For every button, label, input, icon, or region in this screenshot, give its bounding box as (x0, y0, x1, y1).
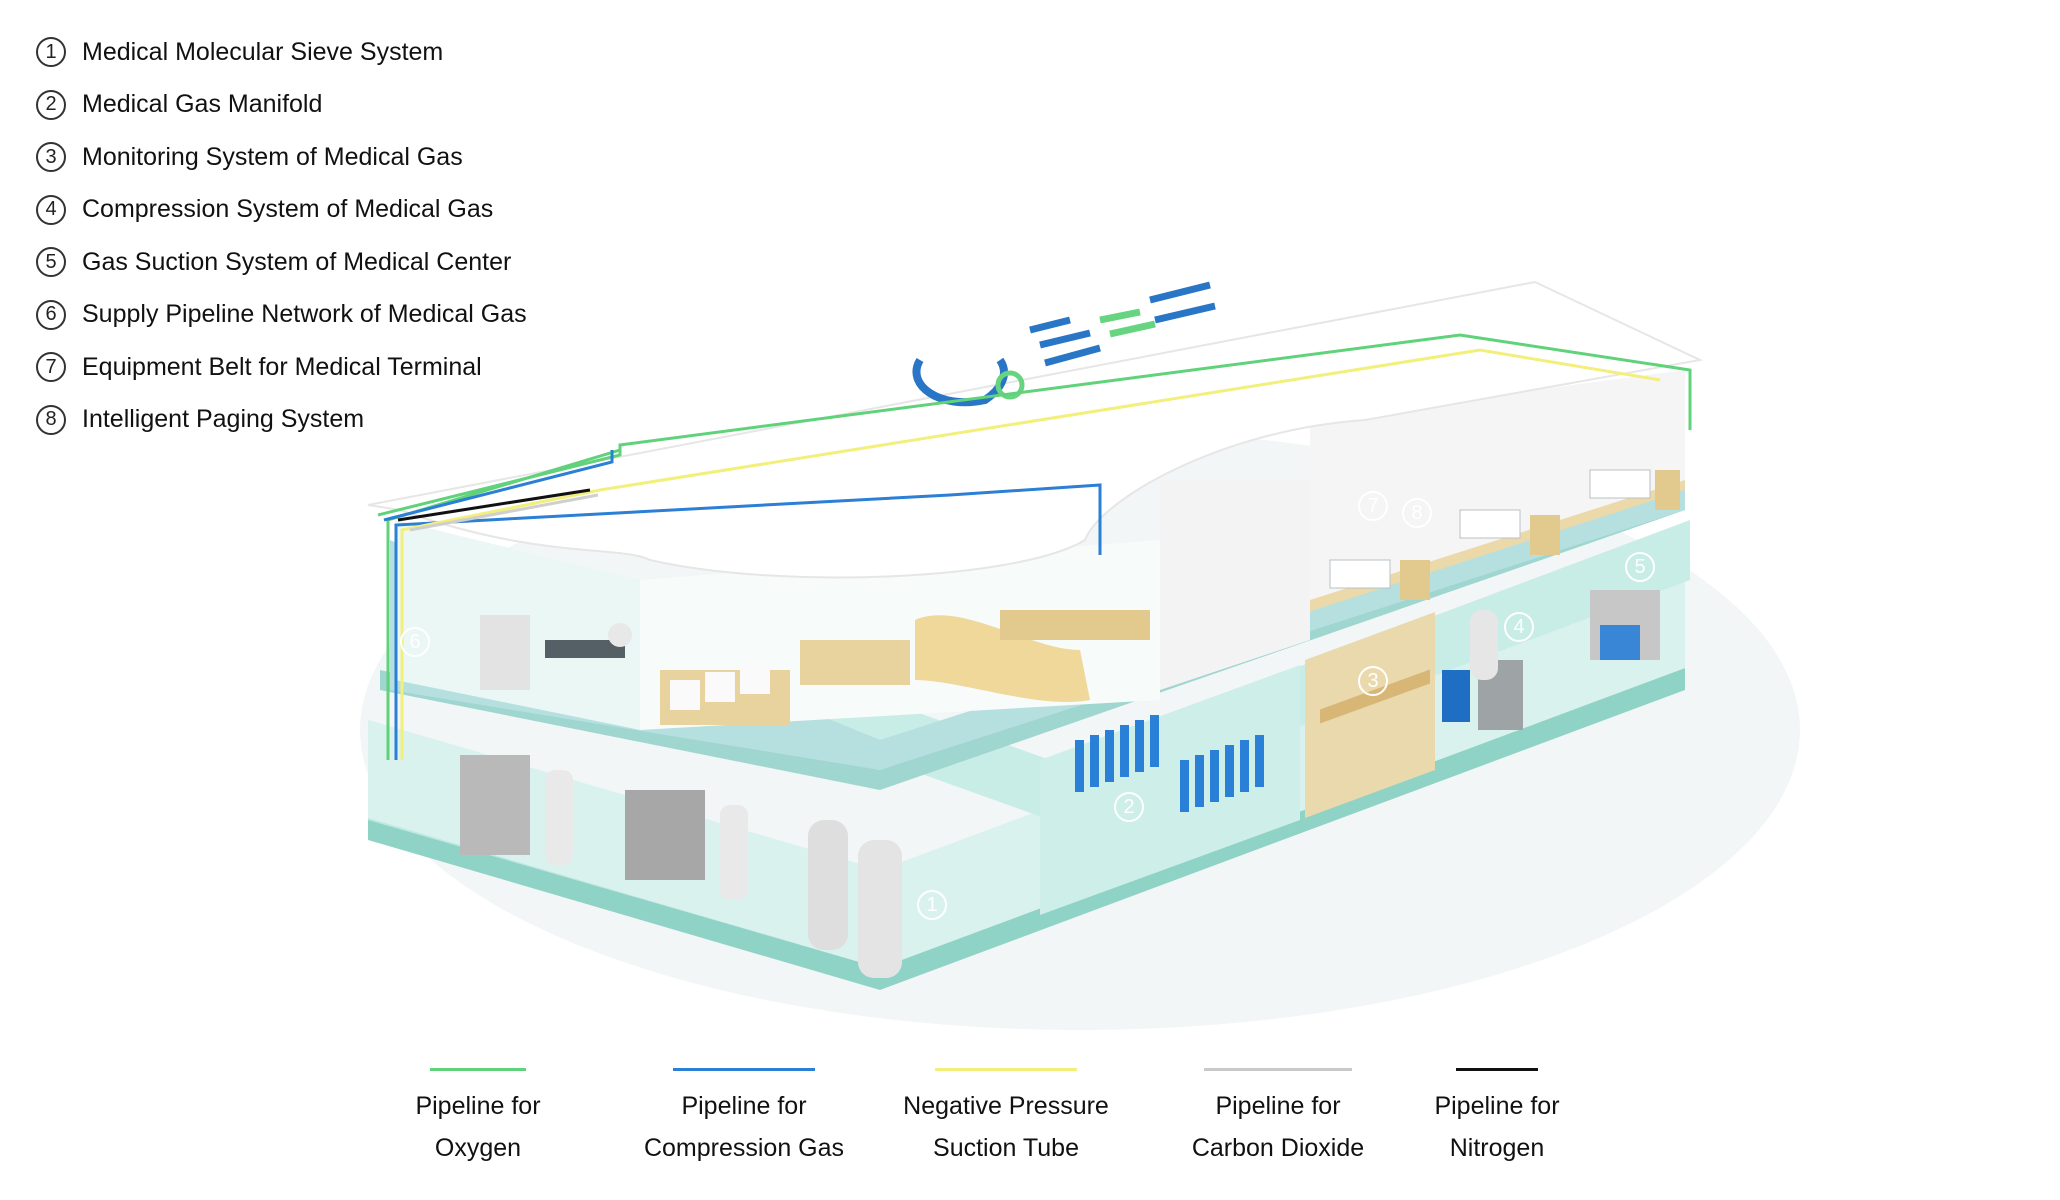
marker-8: 8 (1402, 498, 1432, 528)
office-wall (1160, 480, 1310, 690)
oxygen-swatch (430, 1068, 526, 1071)
legend-item: 5 Gas Suction System of Medical Center (36, 236, 527, 289)
legend-item: 2 Medical Gas Manifold (36, 79, 527, 132)
gas-tank (720, 805, 748, 900)
pipeline-label-line2: Compression Gas (643, 1134, 845, 1162)
legend-item: 3 Monitoring System of Medical Gas (36, 131, 527, 184)
lobby (660, 610, 1150, 725)
marker-6: 6 (400, 627, 430, 657)
carbon-dioxide-swatch (1204, 1068, 1352, 1071)
molecular-sieve-room (460, 755, 902, 978)
ward-wall (1310, 370, 1685, 600)
legend-item: 4 Compression System of Medical Gas (36, 184, 527, 237)
number-badge: 6 (36, 299, 66, 330)
roof-logo-mark (912, 281, 1216, 407)
legend-label: Medical Gas Manifold (82, 90, 323, 119)
operating-room (480, 615, 632, 690)
nitrogen-pipeline (397, 488, 591, 522)
marker-5: 5 (1625, 552, 1655, 582)
legend-item: 8 Intelligent Paging System (36, 394, 527, 447)
pipeline-label-line1: Pipeline for (1434, 1092, 1560, 1120)
pipeline-label-line1: Pipeline for (681, 1092, 807, 1120)
base-slab (368, 668, 1685, 990)
wards (1329, 469, 1680, 600)
suction-swatch (935, 1068, 1077, 1071)
number-badge: 4 (36, 194, 66, 225)
number-badge: 2 (36, 89, 66, 120)
pipeline-label-line2: Suction Tube (933, 1134, 1079, 1162)
nitrogen-swatch (1456, 1068, 1538, 1071)
pipeline-key-oxygen: Pipeline for Oxygen (328, 1068, 628, 1169)
pipeline-label-line2: Oxygen (434, 1134, 522, 1162)
sieve-unit (625, 790, 705, 880)
pipeline-key-nitrogen: Pipeline for Nitrogen (1347, 1068, 1647, 1169)
marker-1: 1 (917, 890, 947, 920)
legend-label: Compression System of Medical Gas (82, 195, 494, 224)
co2-pipeline (409, 493, 599, 532)
storage-tank (858, 840, 902, 978)
pipeline-key-compression: Pipeline for Compression Gas (594, 1068, 894, 1169)
pipeline-network (386, 333, 1692, 760)
number-badge: 7 (36, 352, 66, 383)
compression-swatch (673, 1068, 815, 1071)
number-badge: 1 (36, 37, 66, 68)
marker-2: 2 (1114, 792, 1144, 822)
marker-4: 4 (1504, 612, 1534, 642)
legend-label: Equipment Belt for Medical Terminal (82, 352, 482, 381)
compression-pipeline (394, 483, 1102, 760)
number-badge: 3 (36, 142, 66, 173)
system-legend: 1 Medical Molecular Sieve System 2 Medical… (36, 26, 527, 446)
pipeline-label-line1: Pipeline for (415, 1092, 541, 1120)
monitoring-room-floor (1305, 612, 1435, 818)
legend-label: Gas Suction System of Medical Center (82, 247, 512, 276)
number-badge: 8 (36, 404, 66, 435)
legend-item: 1 Medical Molecular Sieve System (36, 26, 527, 79)
storage-tank (808, 820, 848, 950)
pipeline-label-line2: Nitrogen (1449, 1134, 1545, 1162)
gas-tank (545, 770, 573, 865)
pipeline-label-line1: Pipeline for (1215, 1092, 1341, 1120)
monitoring-desk (1320, 669, 1430, 724)
legend-item: 6 Supply Pipeline Network of Medical Gas (36, 289, 527, 342)
legend-item: 7 Equipment Belt for Medical Terminal (36, 341, 527, 394)
pipeline-label-line1: Negative Pressure (903, 1092, 1109, 1120)
legend-label: Supply Pipeline Network of Medical Gas (82, 300, 527, 329)
legend-label: Medical Molecular Sieve System (82, 37, 444, 66)
marker-7: 7 (1358, 491, 1388, 521)
marker-3: 3 (1358, 666, 1388, 696)
legend-label: Intelligent Paging System (82, 405, 365, 434)
sieve-unit (460, 755, 530, 855)
roof (367, 280, 1704, 579)
number-badge: 5 (36, 247, 66, 278)
suction-pipeline (400, 348, 1661, 760)
gas-manifold-room (1040, 665, 1300, 915)
pipeline-key-suction: Negative Pressure Suction Tube (856, 1068, 1156, 1169)
legend-label: Monitoring System of Medical Gas (82, 142, 463, 171)
pipeline-key-carbon-dioxide: Pipeline for Carbon Dioxide (1128, 1068, 1428, 1169)
compression-room (1442, 610, 1523, 730)
upper-floor-slab (380, 490, 1685, 790)
suction-room (1590, 590, 1660, 660)
pipeline-label-line2: Carbon Dioxide (1191, 1134, 1365, 1162)
